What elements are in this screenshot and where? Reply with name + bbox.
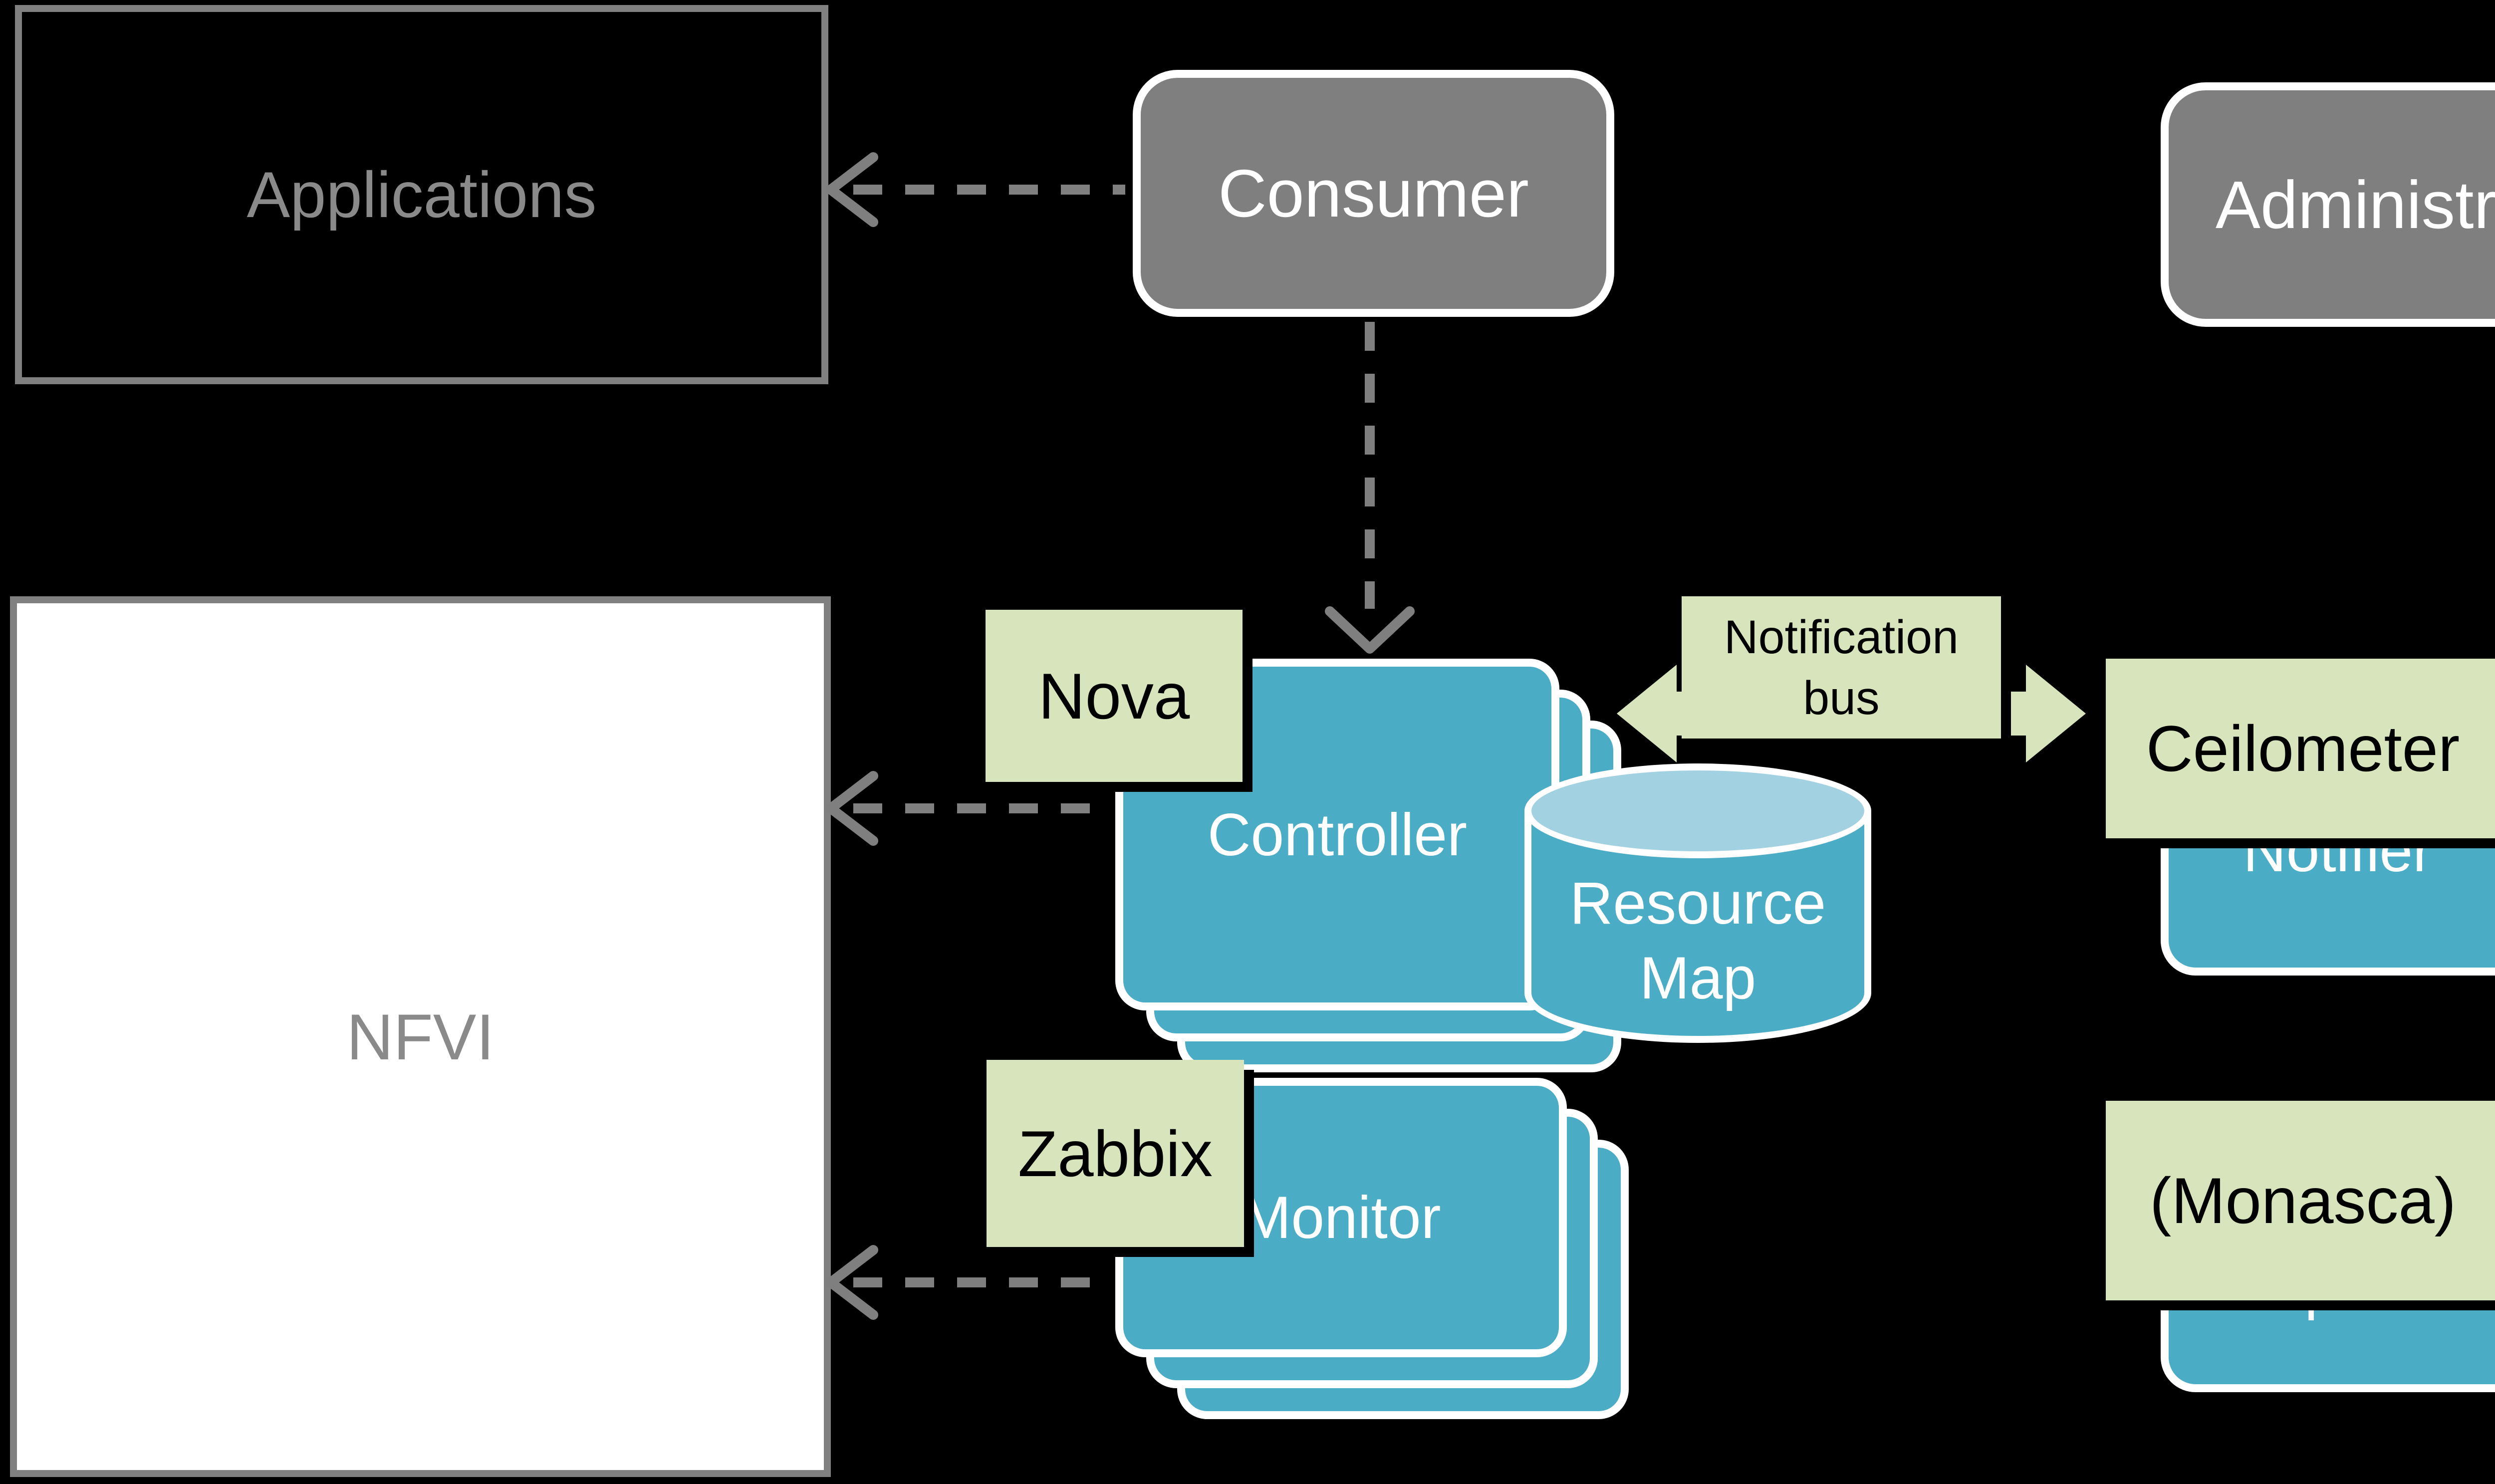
monitor-label: Monitor	[1241, 1184, 1441, 1251]
zabbix-label: Zabbix	[1017, 1117, 1213, 1190]
arrow-controller-to-nfvi	[826, 771, 1105, 846]
nfvi-label: NFVI	[346, 1000, 495, 1073]
nfvi-box: NFVI	[10, 596, 831, 1477]
arrowhead-left-icon	[826, 152, 878, 227]
applications-box: Applications	[15, 5, 828, 384]
monasca-label: (Monasca)	[2149, 1164, 2457, 1237]
notification-bus-tag: Notification bus	[1682, 596, 2001, 739]
administrator-label: Administrator	[2215, 167, 2495, 243]
arrowhead-left-icon	[826, 1245, 878, 1320]
consumer-node: Consumer	[1133, 70, 1614, 317]
notification-bus-label-line2: bus	[1803, 671, 1880, 725]
resource-map-cylinder: Resource Map	[1524, 763, 1871, 1043]
ceilometer-label: Ceilometer	[2146, 712, 2460, 785]
nova-tag: Nova	[986, 610, 1243, 782]
arrowhead-down-icon	[1325, 606, 1415, 654]
applications-label: Applications	[247, 158, 597, 231]
controller-label: Controller	[1207, 801, 1468, 868]
arrow-monitor-to-nfvi	[826, 1245, 1105, 1320]
arrow-consumer-to-controller	[1325, 322, 1415, 654]
arrowhead-left-icon	[826, 771, 878, 846]
administrator-node: Administrator	[2161, 82, 2495, 327]
arrow-consumer-to-applications	[826, 152, 1125, 227]
ceilometer-tag: Ceilometer	[2106, 659, 2495, 838]
zabbix-tag: Zabbix	[987, 1060, 1244, 1247]
nova-label: Nova	[1038, 659, 1190, 733]
resource-map-label-line2: Map	[1639, 945, 1756, 1011]
monasca-tag: (Monasca)	[2106, 1101, 2495, 1300]
notification-bus-label-line1: Notification	[1724, 610, 1959, 664]
resource-map-label: Resource Map	[1524, 763, 1871, 1043]
consumer-label: Consumer	[1218, 156, 1529, 231]
resource-map-label-line1: Resource	[1569, 870, 1826, 937]
